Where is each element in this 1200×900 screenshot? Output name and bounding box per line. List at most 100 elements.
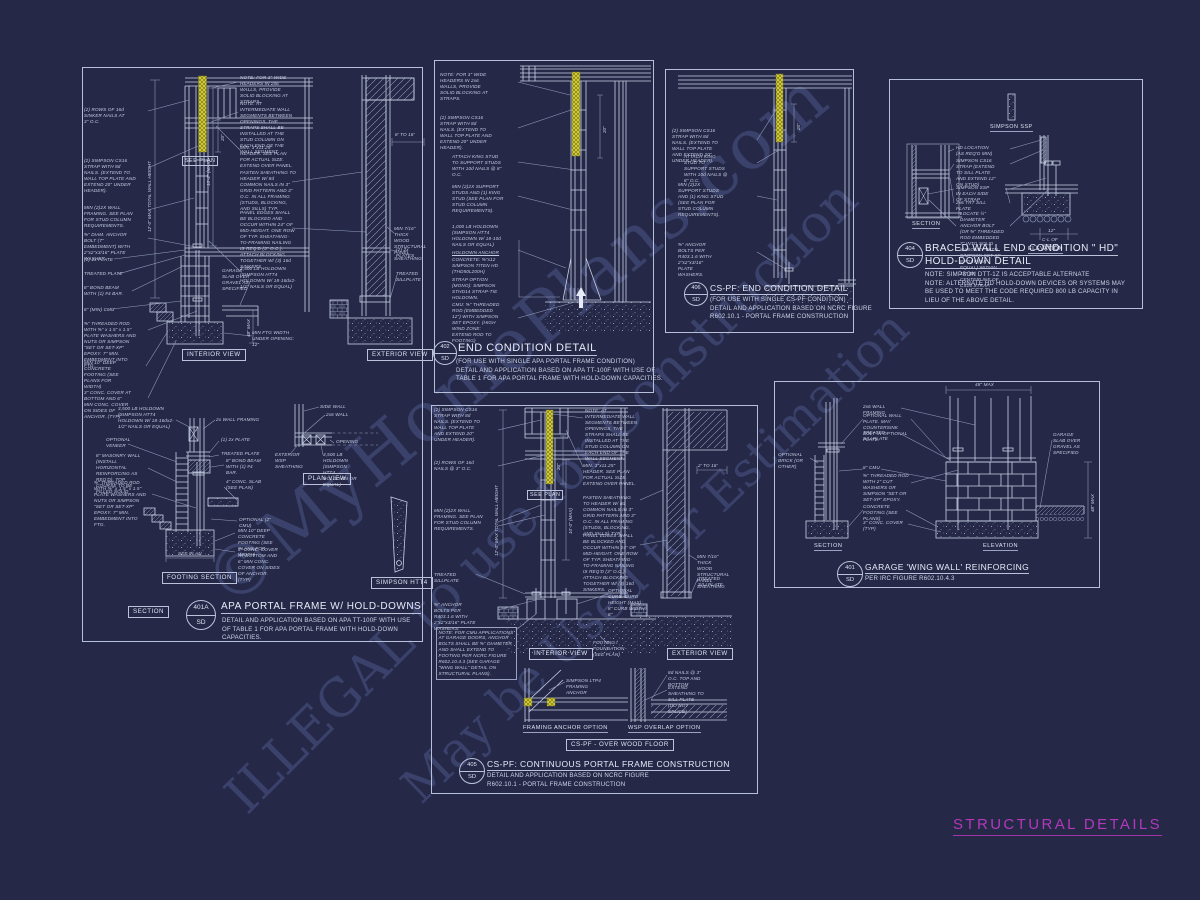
note: SIDE WALL: [320, 404, 346, 409]
note: 3" CONC. COVER (TYP): [863, 520, 903, 531]
view-label: ELEVATION: [983, 543, 1019, 551]
view-label: EXTERIOR VIEW: [367, 349, 433, 361]
option-label: WSP OVERLAP OPTION: [628, 725, 701, 733]
note: FASTEN SHEATHING TO HEADER W/ 8d COMMON …: [583, 495, 636, 536]
note: ⅝" ANCHOR BOLTS PER R403.1.6 WITH 2"x2"x…: [434, 602, 476, 631]
note: (1) 2x PLATE: [221, 437, 251, 442]
panel-title: CS-PF: CONTINUOUS PORTAL FRAME CONSTRUCT…: [487, 759, 730, 771]
note: MIN (2)2X WALL FRAMING. SEE PLAN FOR STU…: [84, 205, 133, 228]
part-label: SIMPSON SSP: [990, 124, 1033, 132]
section-box: SECTION: [128, 606, 170, 618]
note: 4" CONC. SLAB (SEE PLAN): [226, 479, 262, 490]
note: MIN 10" DEEP CONCRETE FOOTING (SEE PLANS…: [238, 528, 273, 557]
see-plan-box: SEE PLAN: [182, 156, 219, 166]
note: CMU: ⅝" THREADED ROD (EMBEDDED 12") WITH…: [452, 302, 500, 343]
panel-subtitle: DETAIL AND APPLICATION BASED ON NCRC FIG…: [487, 772, 649, 788]
view-label: CS-PF - OVER WOOD FLOOR: [566, 739, 674, 751]
note: MIN 7/16" THICK WOOD STRUCTURAL PANEL SH…: [697, 554, 730, 589]
note: 3,500 LB HOLDOWN (SIMPSON HTT4 HOLDOWN W…: [118, 406, 174, 429]
dim-label: 10'-0" (MAX): [568, 508, 573, 534]
note: MIN (2)2X SUPPORT STUDS AND (1) KING STU…: [678, 182, 724, 217]
note: MIN 10" DEEP CONCRETE FOOTING (SEE PLANS…: [84, 360, 119, 389]
detail-sheet: SD: [845, 577, 855, 584]
view-label: ELEVATION: [1028, 246, 1064, 254]
panel-subtitle: (FOR USE WITH SINGLE CS-PF CONDITION) DE…: [710, 296, 872, 321]
note: PANEL EDGES SHALL BE BLOCKED AND OCCUR W…: [583, 533, 638, 592]
panel-subtitle: PER IRC FIGURE R602.10.4.3: [865, 575, 955, 582]
panel-subtitle: (FOR USE WITH SINGLE APA PORTAL FRAME CO…: [456, 358, 663, 383]
note: (2) SIMPSON CS16 STRAP WITH 8d NAILS. (E…: [672, 128, 719, 163]
detail-number: 404: [898, 243, 922, 256]
note: OPTIONAL WALL PLATE. MAY COUNTERSINK BOL…: [863, 413, 908, 442]
note: TREATED SILLPLATE: [396, 271, 422, 282]
dim-label: 12'-0" MAX TOTAL WALL HEIGHT: [147, 161, 152, 232]
note: ⅝" ANCHOR BOLTS PER R403.1.6 WITH 2"x2"x…: [678, 242, 712, 277]
panel-title: CS-PF: END CONDITION DETAIL: [710, 283, 848, 295]
note: 8" BOND BEAM WITH (1) #4 BAR.: [226, 458, 261, 475]
panel-title: HOLD-DOWN DETAIL: [925, 256, 1032, 269]
note: (2) SIMPSON CS16 STRAP WITH 8d NAILS. (E…: [440, 115, 492, 150]
panel-title: END CONDITION DETAIL: [458, 342, 597, 356]
detail-sheet: SD: [441, 355, 449, 362]
note: ATTACH KING STUD TO SUPPORT STUDS WITH 1…: [684, 154, 728, 183]
note: 8" MASONRY WALL (INSTALL HORIZONTAL REIN…: [96, 453, 141, 494]
note: TREATED PLATE: [84, 271, 123, 276]
dim-label: 48" MAX: [1090, 494, 1095, 512]
dim-label: C-L OF STRAP: [1042, 237, 1059, 248]
see-plan-box: SEE PLAN: [527, 490, 564, 500]
note: ⅝" THREADED ROD WITH 2" CUT WASHERS OR S…: [863, 473, 909, 502]
note: (2) ROWS OF 16d NAILS @ 3" O.C.: [434, 460, 474, 471]
view-label: FOOTING SECTION: [162, 572, 237, 584]
detail-number: 401: [838, 562, 862, 575]
note: NOTE: AT INTERMEDIATE WALL SEGMENTS BETW…: [240, 101, 293, 154]
view-label: INTERIOR VIEW: [182, 349, 246, 361]
note: MIN. 3"x11.25" HEADER. SEE PLAN FOR ACTU…: [240, 145, 293, 168]
view-label: INTERIOR VIEW: [529, 648, 593, 660]
note: OPTIONAL BRICK (OR OTHER): [778, 452, 804, 469]
note: 8" (MIN) CMU: [84, 307, 115, 312]
dim-label: 20": [796, 123, 801, 130]
note: TREATED SILLPLATE: [863, 430, 889, 441]
note: HD LOCATION (AS REQ'D MIN): [956, 145, 993, 156]
note: NOTE: AT INTERMEDIATE WALL SEGMENTS BETW…: [585, 408, 638, 461]
panel-braced-wall-hd: [889, 79, 1143, 309]
note: 8d NAILS @ 3" O.C. TOP AND BOTTOM: [668, 670, 702, 687]
panel-subtitle: DETAIL AND APPLICATION BASED ON APA TT-1…: [222, 617, 411, 642]
note: HOLDOWN ANCHOR: [452, 250, 500, 255]
note: CONCRETE FOOTING (SEE PLANS): [863, 504, 898, 521]
note: FASTEN SHEATHING TO HEADER W/ 8d COMMON …: [240, 170, 296, 211]
boxed-note: NOTE: FOR CMU APPLICATIONS AT GARAGE DOO…: [436, 627, 517, 680]
note: (2) 2x PLATES: [396, 247, 415, 258]
detail-number: 402: [434, 342, 456, 354]
panel-garage-wing-wall: [774, 381, 1100, 588]
note: SIMPSON LTP4 FRAMING ANCHOR: [566, 678, 601, 695]
detail-sheet: SD: [467, 774, 477, 781]
note: ⅝" DIAM. ANCHOR BOLT (7" EMBEDMENT) WITH…: [84, 232, 131, 261]
note: TREATED PLATE: [221, 451, 260, 456]
panel-cspf-continuous: [431, 405, 758, 794]
panel-title: GARAGE 'WING WALL' REINFORCING: [865, 562, 1030, 574]
panel-end-condition: [434, 60, 654, 393]
option-label: FRAMING ANCHOR OPTION: [523, 725, 608, 733]
note: TREATED SILLPLATE: [434, 572, 460, 583]
note: FOOTING / FOUNDATION (SEE PLAN): [593, 640, 625, 657]
note: ⅝" THREADED ROD WITH ⅝" x 1.5" x 1.5" PL…: [84, 321, 136, 368]
note: (2) ROWS OF 16d SINKER NAILS AT 3" O.C.: [84, 107, 125, 124]
note: (1) 2x PLATE: [84, 257, 114, 262]
note: ⅝" THREADED ROD WITH ⅝" x 1.5" x 1.5" PL…: [94, 480, 146, 527]
view-label: PLAN VIEW: [303, 473, 352, 485]
note: 3,500 LB HOLDOWN (SIMPSON HTT4 HOLDOWN W…: [240, 266, 296, 289]
panel-notes: NOTE: SIMPSON DTT-1Z IS ACCEPTABLE ALTER…: [925, 271, 1126, 304]
dim-label: SEE PLAN: [178, 551, 202, 556]
note: GARAGE SLAB OVER GRAVEL AS SPECIFIED: [1053, 432, 1081, 455]
detail-number: 406: [685, 283, 707, 295]
view-label: EXTERIOR VIEW: [667, 648, 733, 660]
note: OPTIONAL (2" CMU): [239, 517, 271, 528]
dim-label: 20": [220, 134, 225, 141]
note: MIN. 3"x11.25" HEADER. SEE PLAN FOR ACTU…: [583, 463, 636, 486]
note: SIMPSON CS16 STRAP (EXTEND TO SILL PLATE…: [956, 158, 996, 187]
